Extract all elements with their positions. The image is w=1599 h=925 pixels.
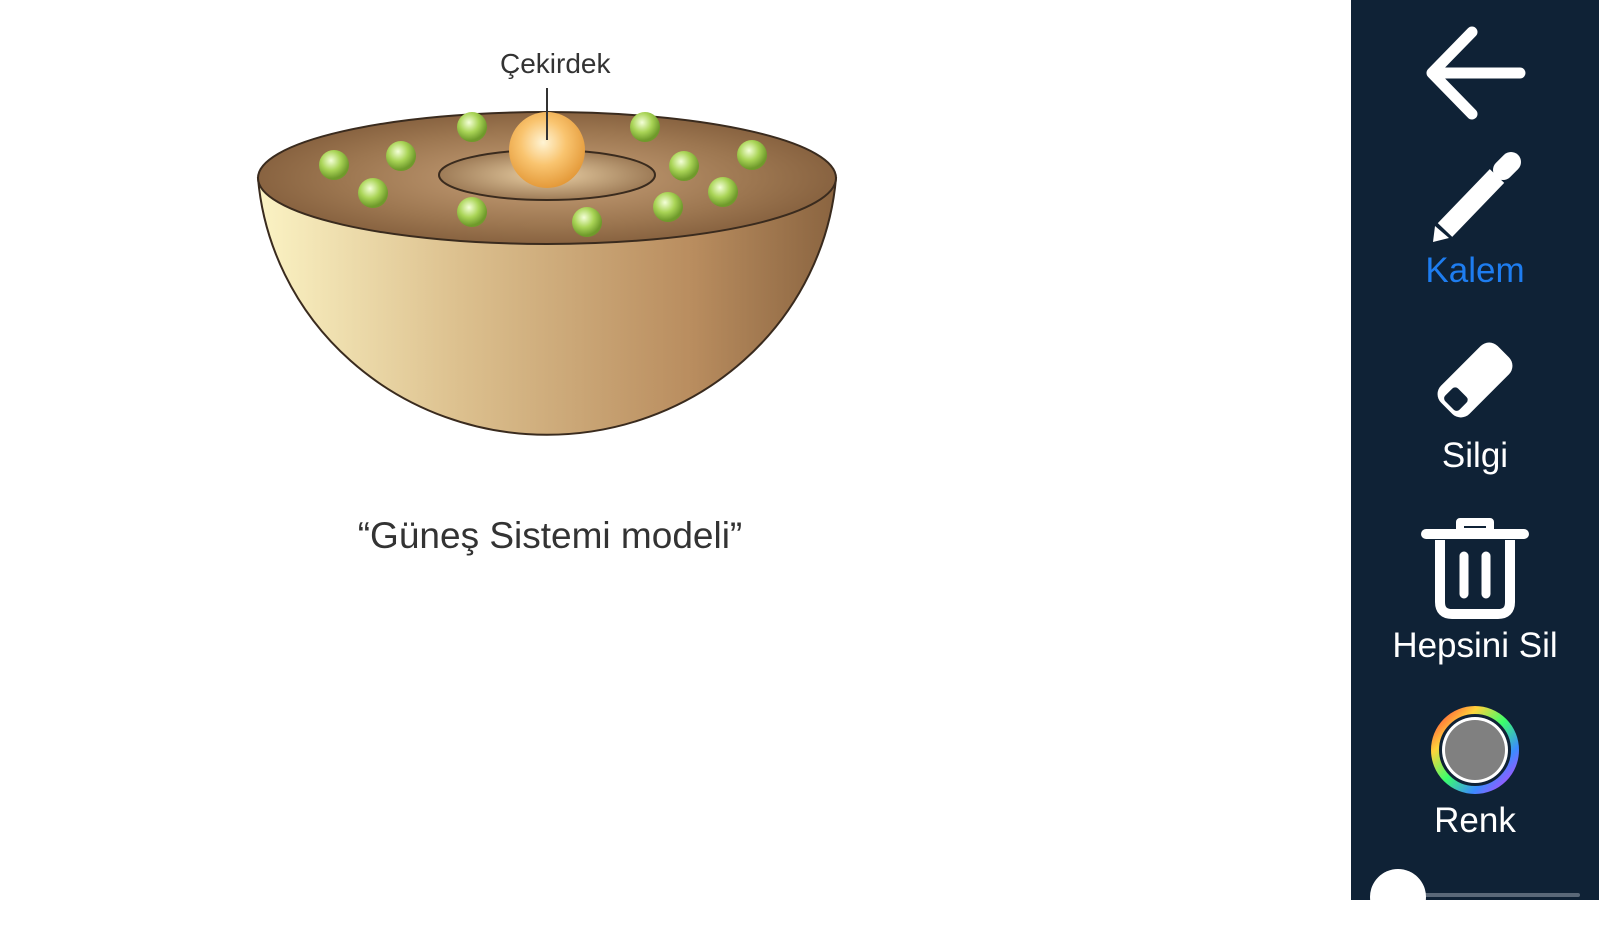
- drawing-canvas[interactable]: Çekirdek “Güneş Sistemi modeli”: [0, 0, 1351, 900]
- drawing-toolbar: Kalem Silgi Hepsini Sil: [1351, 0, 1599, 925]
- pencil-icon: [1433, 152, 1521, 242]
- tool-label-clear-all: Hepsini Sil: [1392, 626, 1558, 665]
- clear-all-button[interactable]: Hepsini Sil: [1351, 510, 1599, 666]
- eraser-tool-button[interactable]: Silgi: [1351, 330, 1599, 476]
- eraser-icon: [1437, 342, 1513, 418]
- tool-label-eraser: Silgi: [1441, 436, 1509, 475]
- figure-caption: “Güneş Sistemi modeli”: [357, 515, 743, 556]
- pencil-tool-button[interactable]: Kalem: [1351, 150, 1599, 291]
- tool-label-color: Renk: [1434, 801, 1516, 840]
- color-wheel-icon: [1431, 706, 1519, 794]
- arrow-left-icon: [1426, 26, 1526, 120]
- nucleus-label: Çekirdek: [500, 48, 611, 79]
- slider-thumb[interactable]: [1370, 869, 1426, 925]
- color-picker-button[interactable]: Renk: [1351, 705, 1599, 841]
- brush-size-slider[interactable]: [1370, 865, 1580, 925]
- back-button[interactable]: [1351, 18, 1599, 128]
- tool-label-pencil: Kalem: [1425, 251, 1525, 290]
- solar-system-model-illustration: [256, 88, 838, 436]
- trash-icon: [1421, 518, 1529, 619]
- slider-track: [1390, 893, 1580, 897]
